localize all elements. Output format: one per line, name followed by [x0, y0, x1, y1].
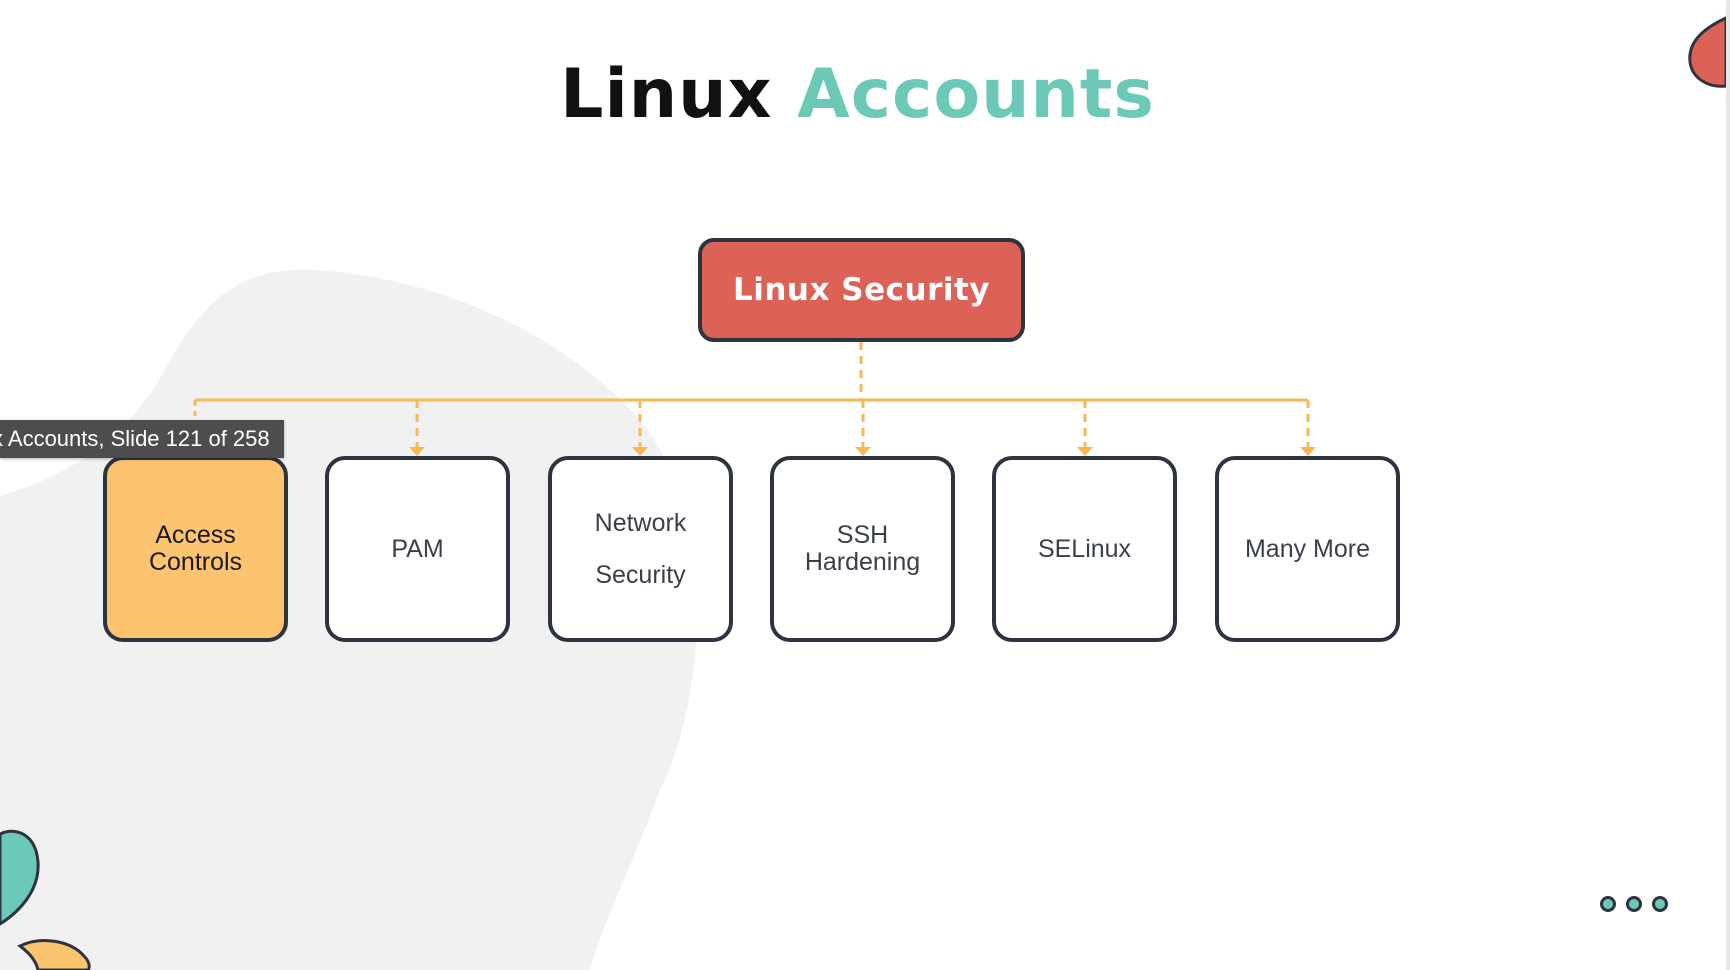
- child-node-ssh-hardening[interactable]: SSH Hardening: [770, 456, 955, 642]
- dot-3: [1652, 896, 1668, 912]
- child-node-label: Network Security: [594, 509, 687, 589]
- root-node-linux-security[interactable]: Linux Security: [698, 238, 1025, 342]
- dot-2: [1626, 896, 1642, 912]
- orange-blob-shape: [17, 939, 91, 970]
- child-node-label: Many More: [1244, 534, 1371, 563]
- root-node-label: Linux Security: [732, 272, 991, 308]
- arrowhead-2: [409, 447, 425, 456]
- arrowhead-6: [1300, 447, 1316, 456]
- title-word-linux: Linux: [560, 55, 773, 134]
- red-blob-shape: [1688, 15, 1728, 88]
- child-node-access-controls[interactable]: Access Controls: [103, 456, 288, 642]
- teal-blob-shape: [0, 829, 40, 926]
- child-node-selinux[interactable]: SELinux: [992, 456, 1177, 642]
- dot-1: [1600, 896, 1616, 912]
- three-dots-icon[interactable]: [1600, 896, 1700, 916]
- title-word-accounts: Accounts: [797, 55, 1155, 134]
- slide-tooltip: x Accounts, Slide 121 of 258: [0, 420, 284, 458]
- child-node-pam[interactable]: PAM: [325, 456, 510, 642]
- child-node-label: SELinux: [1037, 534, 1132, 563]
- child-node-label: Access Controls: [148, 521, 243, 576]
- child-node-network-security[interactable]: Network Security: [548, 456, 733, 642]
- arrowhead-3: [632, 447, 648, 456]
- page-title: Linux Accounts: [0, 52, 1715, 138]
- slide-edge: [1726, 0, 1730, 970]
- tooltip-text: x Accounts, Slide 121 of 258: [0, 426, 270, 451]
- arrowhead-5: [1077, 447, 1093, 456]
- arrowhead-4: [855, 447, 871, 456]
- child-node-label: PAM: [391, 534, 444, 563]
- child-node-many-more[interactable]: Many More: [1215, 456, 1400, 642]
- child-node-label: SSH Hardening: [804, 521, 921, 576]
